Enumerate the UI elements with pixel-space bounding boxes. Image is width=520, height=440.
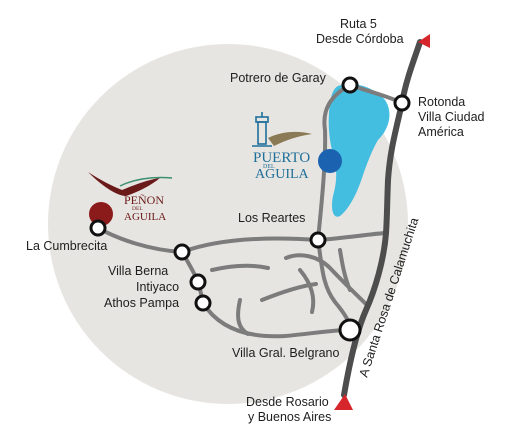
lake — [328, 83, 390, 217]
eagle-wing-icon — [268, 131, 312, 146]
penon-del-aguila-logo: PEÑON DEL AGUILA — [88, 172, 173, 223]
eagle-icon — [88, 172, 160, 196]
road-secondary-4 — [210, 263, 270, 272]
label-rotonda-3: América — [418, 125, 464, 139]
region-disc — [48, 44, 408, 404]
eagle-wing-accent-icon — [119, 176, 173, 187]
label-villa-berna: Villa Berna — [108, 264, 168, 278]
puerto-logo-line2: AGUILA — [255, 167, 310, 182]
direction-arrow-north — [418, 34, 430, 48]
town-marker-villa-gral-belgrano — [338, 318, 362, 342]
label-desde-rosario: Desde Rosario — [246, 395, 329, 409]
road-reartes-potrero — [316, 83, 352, 242]
puerto-logo-small: DEL — [263, 164, 275, 170]
puerto-logo-line1: PUERTO — [253, 150, 310, 166]
label-rotonda-2: Villa Ciudad — [418, 110, 485, 124]
puerto-del-aguila-marker — [318, 149, 342, 173]
road-secondary-1 — [284, 253, 370, 308]
direction-arrow-south — [334, 394, 353, 410]
label-y-buenos-aires: y Buenos Aires — [248, 410, 331, 424]
puerto-del-aguila-logo: PUERTO DEL AGUILA — [252, 112, 312, 182]
town-marker-athos-pampa — [194, 294, 212, 312]
label-athos-pampa: Athos Pampa — [104, 296, 179, 310]
label-desde-cordoba: Desde Córdoba — [316, 32, 404, 46]
label-intiyaco: Intiyaco — [136, 280, 179, 294]
town-marker-los-reartes — [309, 231, 327, 249]
town-marker-villa-berna — [173, 243, 191, 261]
label-la-cumbrecita: La Cumbrecita — [26, 239, 107, 253]
label-rotonda-1: Rotonda — [418, 95, 465, 109]
town-marker-rotonda — [393, 94, 411, 112]
town-markers — [89, 76, 411, 342]
road-berna-reartes — [180, 236, 320, 254]
town-marker-la-cumbrecita — [89, 219, 107, 237]
label-villa-gral-belgrano: Villa Gral. Belgrano — [232, 346, 340, 360]
lighthouse-icon — [252, 112, 272, 147]
label-ruta5: Ruta 5 — [340, 17, 377, 31]
town-marker-intiyaco — [189, 273, 207, 291]
label-potrero: Potrero de Garay — [230, 71, 327, 85]
penon-logo-line2: AGUILA — [124, 211, 166, 223]
penon-logo-line1: PEÑON — [124, 193, 164, 207]
road-athos-loop — [201, 301, 352, 339]
town-marker-potrero — [341, 76, 359, 94]
label-los-reartes: Los Reartes — [238, 211, 305, 225]
local-roads — [96, 83, 404, 339]
road-secondary-5 — [338, 248, 352, 292]
road-secondary-6 — [236, 298, 250, 336]
penon-logo-small: DEL — [132, 206, 143, 212]
penon-del-aguila-marker — [89, 202, 113, 226]
road-secondary-2 — [298, 268, 316, 314]
road-secondary-3 — [260, 282, 318, 302]
